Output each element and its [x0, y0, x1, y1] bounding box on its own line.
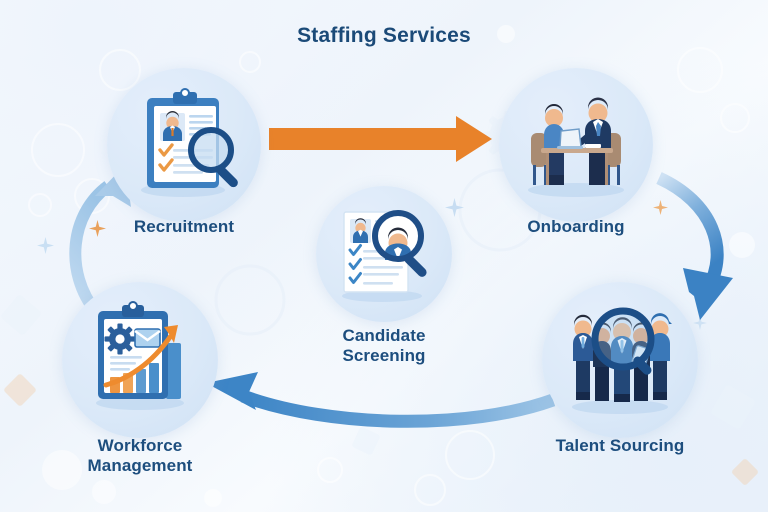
talent-sourcing-circle[interactable] [542, 282, 698, 438]
candidate-screening-label: Candidate Screening [342, 326, 426, 366]
clipboard-chart-gear-icon [96, 301, 184, 410]
recruitment-circle[interactable] [107, 68, 261, 222]
document-checklist-magnifier-icon [342, 210, 427, 302]
onboarding-label: Onboarding [527, 217, 625, 236]
resume-clipboard-magnifier-icon [141, 88, 238, 197]
interview-desk-laptop-icon [528, 97, 624, 197]
connector-talent-sourcing-to-workforce-management [206, 372, 556, 428]
talent-sourcing-label: Talent Sourcing [555, 436, 685, 455]
workforce-management-circle[interactable] [62, 282, 218, 438]
candidate-group-magnifier-icon [572, 307, 672, 414]
recruitment-label: Recruitment [133, 217, 235, 236]
connector-recruitment-to-onboarding [269, 116, 492, 162]
connector-onboarding-to-talent-sourcing [656, 172, 733, 320]
onboarding-circle[interactable] [499, 68, 653, 222]
page-title: Staffing Services [297, 24, 471, 47]
workforce-management-label: Workforce Management [87, 436, 193, 476]
candidate-screening-circle[interactable] [316, 186, 452, 322]
